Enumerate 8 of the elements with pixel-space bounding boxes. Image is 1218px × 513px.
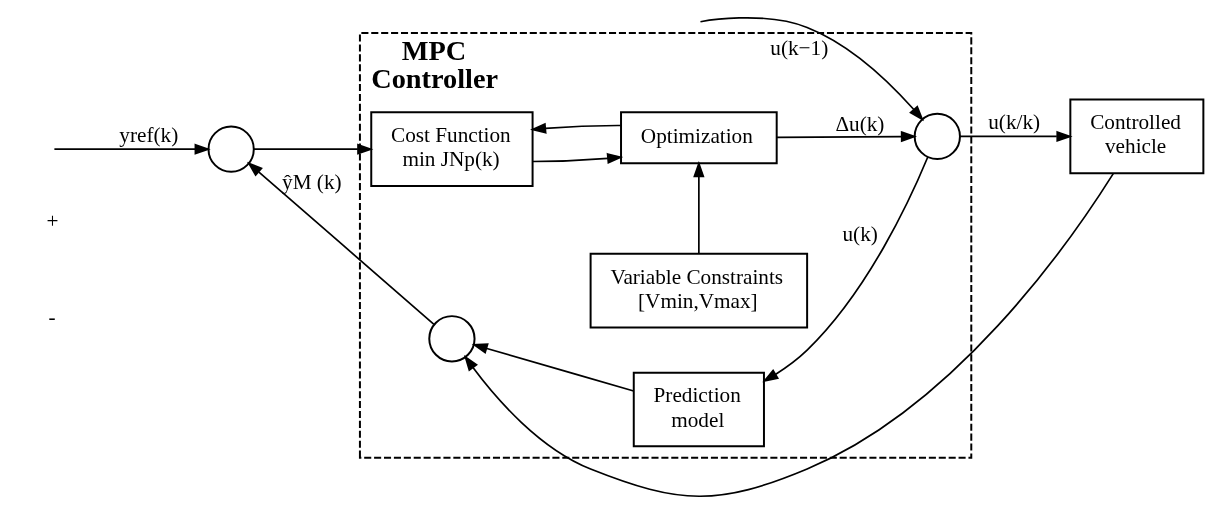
edge-label: u(k−1) bbox=[770, 35, 829, 60]
edge-label: Δu(k) bbox=[835, 111, 885, 136]
label: - bbox=[48, 304, 56, 329]
edge-label: u(k/k) bbox=[988, 109, 1041, 134]
edge-label: ŷM (k) bbox=[282, 169, 342, 194]
label: + bbox=[46, 208, 59, 233]
edge-label: yref(k) bbox=[119, 122, 179, 147]
edge-label: u(k) bbox=[842, 221, 878, 246]
